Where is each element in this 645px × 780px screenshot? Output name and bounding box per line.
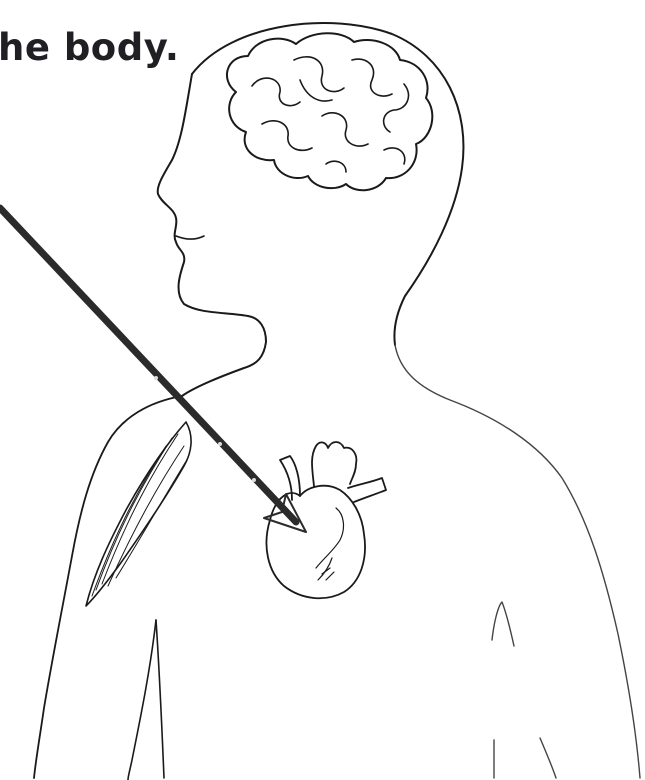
brain-icon: [227, 33, 432, 190]
inner-arm-line-2: [156, 620, 164, 778]
mouth: [176, 236, 204, 239]
left-arm-outline: [34, 396, 182, 778]
right-shoulder-outline: [395, 345, 640, 778]
inner-arm-line: [128, 620, 156, 780]
torso-contour-1: [492, 602, 514, 646]
torso-contour-3: [540, 738, 556, 778]
pointer-arrow: [0, 208, 306, 532]
heart-icon: [266, 442, 386, 598]
face-profile: [158, 74, 266, 396]
muscle-icon: [86, 422, 191, 606]
